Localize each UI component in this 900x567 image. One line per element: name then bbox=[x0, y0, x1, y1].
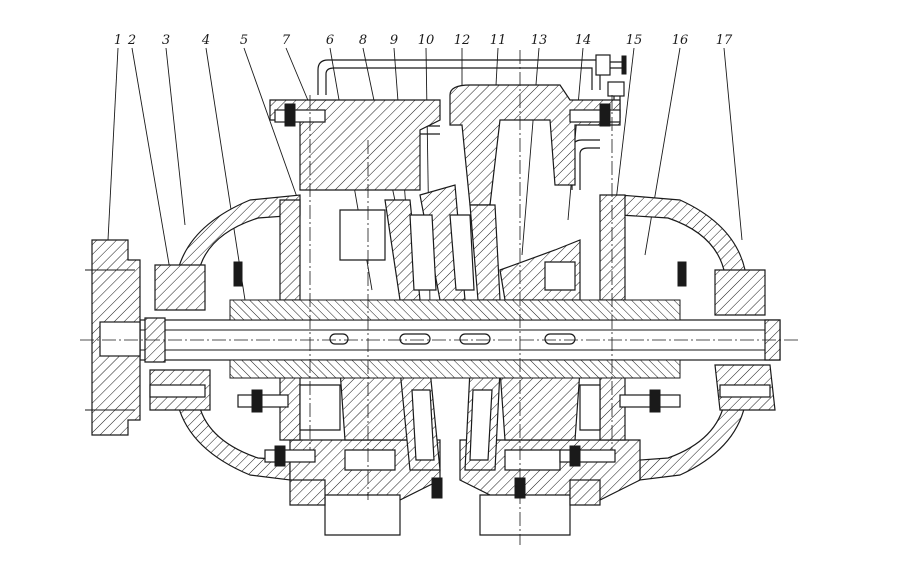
part-label-6: 6 bbox=[326, 33, 334, 48]
leader-line-17 bbox=[723, 47, 743, 241]
part-label-1: 1 bbox=[114, 33, 122, 48]
part-label-8: 8 bbox=[359, 33, 367, 48]
part-label-15: 15 bbox=[626, 33, 643, 48]
coupling-flange bbox=[85, 239, 141, 436]
part-label-11: 11 bbox=[490, 33, 507, 48]
leader-line-4 bbox=[205, 47, 246, 301]
leader-line-2 bbox=[131, 47, 171, 271]
shaft-sleeves bbox=[229, 299, 681, 379]
part-label-5: 5 bbox=[240, 33, 248, 48]
tie-bolts bbox=[233, 103, 687, 499]
part-label-10: 10 bbox=[418, 33, 435, 48]
part-label-12: 12 bbox=[454, 33, 471, 48]
mounting-feet bbox=[289, 479, 601, 536]
leader-line-13 bbox=[521, 47, 540, 256]
bearing-housing-left bbox=[149, 264, 211, 411]
bearing-housing-right bbox=[714, 269, 781, 411]
part-label-2: 2 bbox=[127, 33, 136, 48]
leader-line-16 bbox=[644, 47, 681, 256]
part-label-9: 9 bbox=[390, 33, 398, 48]
part-label-13: 13 bbox=[531, 33, 548, 48]
part-label-14: 14 bbox=[575, 33, 592, 48]
impellers-upper bbox=[279, 184, 626, 301]
part-label-4: 4 bbox=[201, 33, 210, 48]
part-label-17: 17 bbox=[716, 33, 733, 48]
leader-line-3 bbox=[165, 47, 186, 226]
outer-casing-lower bbox=[177, 399, 746, 501]
leader-line-5 bbox=[243, 47, 299, 201]
centre-lines bbox=[80, 50, 800, 545]
part-label-3: 3 bbox=[162, 33, 170, 48]
leader-line-1 bbox=[107, 47, 119, 241]
part-label-16: 16 bbox=[672, 33, 689, 48]
balance-pipe bbox=[317, 54, 627, 118]
part-label-7: 7 bbox=[282, 33, 291, 48]
